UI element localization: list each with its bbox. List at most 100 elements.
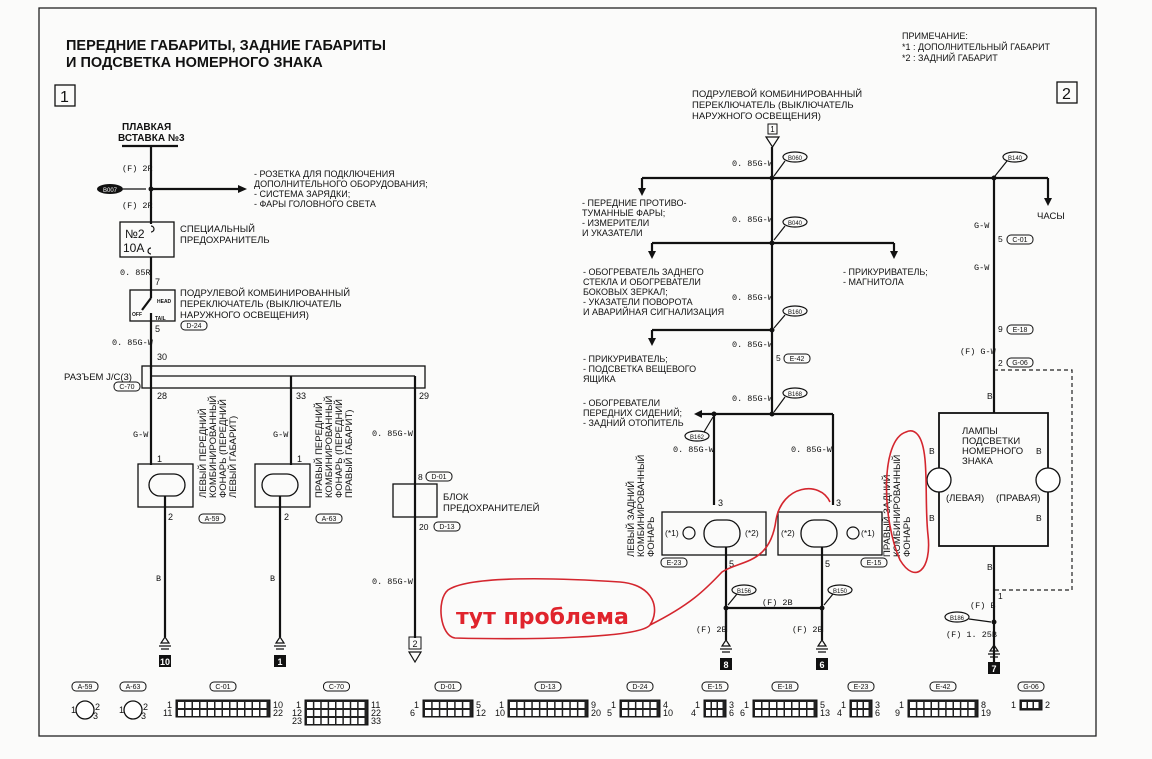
connector-cavity [463,702,470,708]
connector-cavity [800,702,806,708]
connector-cavity [917,702,924,708]
fuse-number: №2 [125,227,145,241]
problem-annotation-bubble [440,577,656,640]
connector-cavity [961,710,968,716]
connector-cavity [440,710,447,716]
wire-label-b-right: B [270,574,275,584]
connector-cavity [755,710,761,716]
connector-cavity [208,710,214,716]
connector-cavity [260,710,267,716]
license-lamp-right: (ПРАВАЯ) [996,493,1040,504]
connector-pin-label: 3 [729,700,734,710]
splice-b156-label: B156 [737,589,752,595]
connector-cavity [643,710,650,716]
branch4-line2: ПЕРЕДНИХ СИДЕНИЙ; [583,407,682,418]
supply-target-3: - СИСТЕМА ЗАРЯДКИ; [254,189,350,199]
connector-cavity [910,702,916,708]
connector-cavity [307,710,313,716]
connector-cavity [864,702,869,708]
lamp-left-label-4: ЛЕВЫЙ ГАБАРИТ) [227,416,239,498]
branch2-line3: БОКОВЫХ ЗЕРКАЛ; [583,287,668,297]
connector-tag-c01 [1006,234,1034,245]
connector-cavity [343,702,350,708]
connector-cavity [260,702,267,708]
connector-cavity [230,710,237,716]
fusible-link-label-2: ВСТАВКА №3 [118,133,185,144]
connector-pin-label: 1 [1011,700,1016,710]
license-label-2: ПОДСВЕТКИ [962,436,1020,447]
ground-wire-left: (F) 2B [696,625,727,635]
bulb-icon [926,467,952,493]
jc-pin-33: 33 [296,391,306,401]
lic-pin3: 2 [998,358,1003,368]
splice-b160-label: B160 [788,310,803,316]
supply-target-1: - РОЗЕТКА ДЛЯ ПОДКЛЮЧЕНИЯ [254,169,395,179]
rear-right-label-1: ПРАВЫЙ ЗАДНИЙ [881,474,893,557]
lic-wire-f125b: (F) 1. 25B [946,630,997,640]
connector-cavity [954,710,960,716]
continuation-arrow-icon [764,136,781,149]
fuse-rating: 10A [123,241,144,255]
connector-cavity [425,702,432,708]
connector-cavity [343,718,350,724]
connector-cavity [358,718,365,724]
arrow-right-icon [238,185,247,193]
connector-pin-label: 1 [611,700,616,710]
ground-wire-mid: (F) 2B [762,598,793,608]
connector-id: D-01 [440,684,455,691]
fb-conn-out: D-13 [439,524,454,531]
splice-b040 [782,216,808,228]
connector-cavity [425,710,432,716]
lic-pin1: 5 [998,234,1003,244]
connector-id-tag [434,681,462,692]
connector-cavity [563,702,570,708]
connector-cavity [852,702,857,708]
branch1-line3: - ИЗМЕРИТЕЛИ [582,218,649,228]
connector-cavity [510,710,517,716]
connector-id: A-63 [126,684,141,691]
connector-cavity [643,702,650,708]
splice-leader [968,618,992,623]
connector-pin-label: 6 [875,708,880,718]
branch2-line4: - УКАЗАТЕЛИ ПОВОРОТА [583,297,693,307]
connector-pin-label: 3 [875,700,880,710]
page-marker-1: 1 [60,89,69,106]
connector-pin-label: 3 [93,711,98,721]
connector-id-tag [209,681,237,692]
rear-right-label-2: КОМБИНИРОВАННЫЙ [891,455,903,557]
ground-icon [720,638,732,653]
connector-pin-label: 11 [371,700,380,710]
connector-cavity [712,710,717,716]
lic-b-2: B [1036,446,1042,456]
switch-pos-tail: TAIL [155,316,166,322]
connector-pin-label: 9 [591,700,596,710]
connector-cavity [358,702,365,708]
connector-pin-label: 20 [591,708,601,718]
connector-cavity [946,710,953,716]
branch1-line2: ТУМАННЫЕ ФАРЫ; [582,208,665,218]
fuse-block-label-1: БЛОК [443,492,469,503]
connector-tag-c70 [113,381,141,392]
splice-b156 [731,584,757,596]
connector-cavity [178,710,184,716]
rear-left-wire: 0. 85G-W [673,445,715,455]
license-lamp-left: (ЛЕВАЯ) [946,493,984,504]
rear-left-label-3: ФОНАРЬ [646,517,657,557]
wire-label-b040: 0. 85G-W [732,215,774,225]
lic-conn1: C-01 [1012,237,1027,244]
connector-cavity [230,702,237,708]
connector-cavity [448,702,455,708]
connector-pin-label: 12 [476,708,486,718]
connector-pin-label: 1 [414,700,419,710]
lamp-right-label-3: ФОНАРЬ (ПЕРЕДНИЙ [333,399,345,498]
connector-cavity [858,702,863,708]
splice-b040-label: B040 [788,221,803,227]
jc-pin-28: 28 [157,391,167,401]
connector-pin-label: 10 [495,708,505,718]
connector-cavity [245,710,252,716]
rear-right-box [777,511,883,556]
connector-id-tag [323,681,350,692]
branch4-line3: - ЗАДНИЙ ОТОПИТЕЛЬ [583,417,684,428]
license-label-3: НОМЕРНОГО [962,446,1023,457]
wire-label-gw-right: G-W [273,430,289,440]
